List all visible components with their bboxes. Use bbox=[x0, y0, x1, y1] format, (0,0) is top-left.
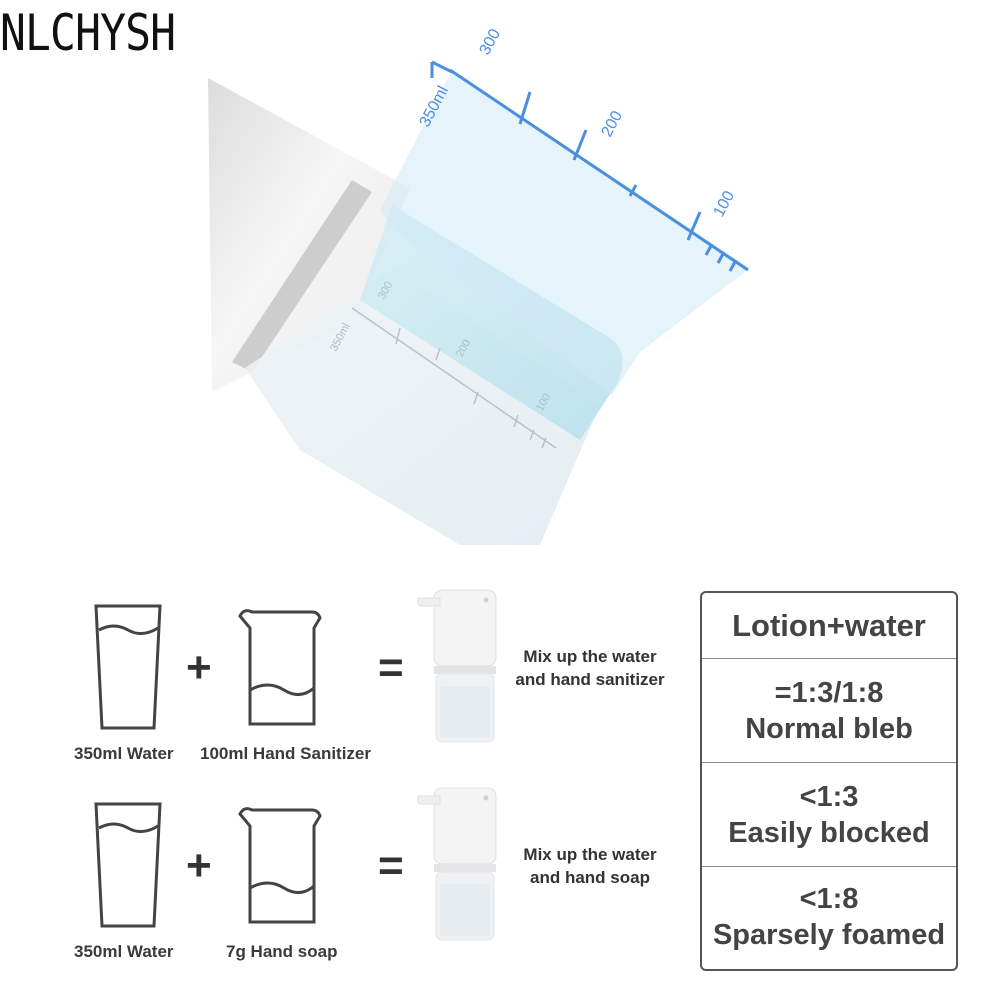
brand-logo: NLCHYSH bbox=[0, 4, 176, 62]
scale-label-100: 100 bbox=[711, 188, 739, 220]
scale-ticks bbox=[430, 60, 749, 272]
water-glass-icon bbox=[94, 604, 162, 730]
plus-sign: + bbox=[186, 643, 212, 692]
mix-line-2: and hand soap bbox=[530, 868, 650, 887]
bottle-scale-ticks bbox=[351, 307, 557, 449]
ratio-row-sparse: <1:8 Sparsely foamed bbox=[702, 865, 956, 969]
soap-dispenser-icon bbox=[417, 589, 497, 743]
water-caption: 350ml Water bbox=[74, 942, 174, 961]
equals-sign: = bbox=[378, 841, 404, 890]
mix-line-2: and hand sanitizer bbox=[515, 670, 665, 689]
mix-line-1: Mix up the water bbox=[523, 845, 657, 864]
plus-sign: + bbox=[186, 841, 212, 890]
ratio-row-blocked: <1:3 Easily blocked bbox=[702, 763, 956, 867]
additive-caption: 7g Hand soap bbox=[226, 942, 338, 961]
ratio-value: <1:3 bbox=[799, 780, 859, 813]
ratio-row-normal: =1:3/1:8 Normal bleb bbox=[702, 659, 956, 763]
ratio-table: Lotion+water =1:3/1:8 Normal bleb <1:3 E… bbox=[700, 591, 958, 971]
ratio-result: Easily blocked bbox=[728, 816, 930, 849]
mix-line-1: Mix up the water bbox=[523, 647, 657, 666]
dispenser-scale-illustration: 300 350ml 200 100 300 350ml 200 100 bbox=[208, 26, 750, 545]
liquid-fill bbox=[360, 205, 623, 440]
scale-label-200: 200 bbox=[599, 108, 627, 140]
scale-panel bbox=[380, 70, 750, 395]
water-caption: 350ml Water bbox=[74, 744, 174, 763]
ratio-value: =1:3/1:8 bbox=[774, 676, 884, 709]
mix-instruction-soap: Mix up the water and hand soap bbox=[500, 843, 680, 889]
soap-dispenser-icon bbox=[417, 787, 497, 941]
water-glass-icon bbox=[94, 802, 162, 928]
measuring-beaker-icon bbox=[238, 609, 322, 726]
ratio-result: Sparsely foamed bbox=[712, 919, 946, 951]
measuring-beaker-icon bbox=[238, 807, 322, 924]
ratio-value: <1:8 bbox=[799, 883, 859, 915]
dispenser-body bbox=[208, 78, 410, 392]
dispenser-bottle bbox=[245, 268, 600, 545]
scale-label-300: 300 bbox=[477, 26, 505, 58]
equals-sign: = bbox=[378, 643, 404, 692]
mix-instruction-sanitizer: Mix up the water and hand sanitizer bbox=[500, 645, 680, 691]
ratio-result: Normal bleb bbox=[745, 712, 913, 745]
additive-caption: 100ml Hand Sanitizer bbox=[200, 744, 372, 763]
ratio-table-header: Lotion+water bbox=[702, 593, 956, 659]
dispenser-ring bbox=[232, 180, 372, 372]
